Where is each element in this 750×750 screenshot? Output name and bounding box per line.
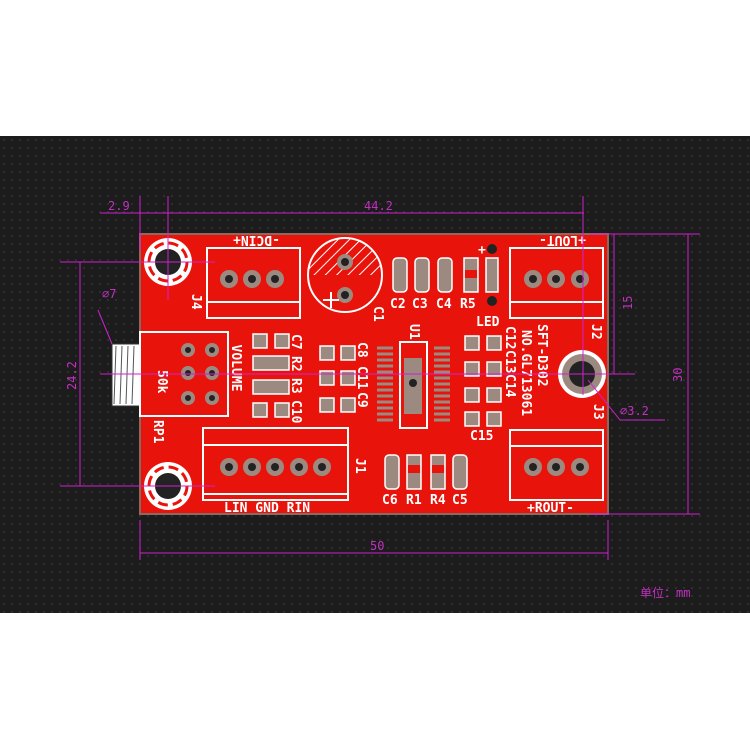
dim-width: 50	[370, 539, 384, 553]
unit-label: 单位：mm	[640, 585, 690, 600]
r5-label: R5	[460, 297, 476, 312]
dim-hole-diameter: ⌀3.2	[620, 404, 649, 418]
dim-left-offset: 2.9	[108, 199, 130, 213]
c1-label: C1	[370, 306, 385, 322]
input-labels: LIN GND RIN	[224, 501, 310, 516]
dim-half-height: 15	[621, 296, 635, 310]
c14-label: C14	[502, 374, 517, 398]
pot-value-label: 50k	[154, 370, 169, 394]
c6-label: C6	[382, 493, 398, 508]
c8-label: C8	[354, 342, 369, 358]
board-serial: NO.GL713061	[518, 330, 533, 416]
chip-u1	[377, 341, 450, 429]
c2-label: C2	[390, 297, 406, 312]
c13-label: C13	[502, 350, 517, 373]
c10-label: C10	[288, 400, 303, 424]
dim-hole-spacing-y: 24.2	[65, 361, 79, 390]
dcin-label: -DCIN+	[233, 232, 280, 247]
lout-label: +LOUT-	[539, 232, 586, 247]
c4-label: C4	[436, 297, 452, 312]
led-plus-label: +	[478, 243, 486, 258]
r1-label: R1	[406, 493, 422, 508]
rout-label: +ROUT-	[527, 501, 574, 516]
dim-height: 30	[671, 368, 685, 382]
capacitor-c1	[307, 237, 383, 313]
dim-hole-spacing-x: 44.2	[364, 199, 393, 213]
connector-j2	[509, 247, 604, 319]
c15-label: C15	[470, 429, 493, 444]
potentiometer-shaft	[111, 343, 143, 407]
c9-label: C9	[354, 392, 369, 408]
connector-j4	[206, 247, 301, 319]
led-label: LED	[476, 315, 500, 330]
connector-j3	[509, 429, 604, 501]
j1-label: J1	[352, 458, 367, 474]
r3-label: R3	[288, 378, 303, 394]
dimension-lines	[60, 196, 700, 560]
c11-label: C11	[354, 366, 369, 390]
c12-label: C12	[502, 326, 517, 349]
c7-label: C7	[288, 334, 303, 350]
dim-knob-diameter: ⌀7	[102, 287, 116, 301]
board-model: SFT-D302	[534, 324, 549, 387]
left-passives	[252, 333, 356, 418]
c5-label: C5	[452, 493, 468, 508]
volume-label: VOLUME	[228, 345, 243, 392]
rp1-label: RP1	[150, 420, 165, 444]
j2-label: J2	[588, 324, 603, 340]
j3-label: J3	[590, 404, 605, 420]
r4-label: R4	[430, 493, 446, 508]
r2-label: R2	[288, 356, 303, 372]
connector-j1	[202, 427, 349, 501]
u1-label: U1	[406, 324, 421, 340]
top-passives	[384, 257, 502, 490]
c3-label: C3	[412, 297, 428, 312]
j4-label: J4	[188, 294, 203, 310]
